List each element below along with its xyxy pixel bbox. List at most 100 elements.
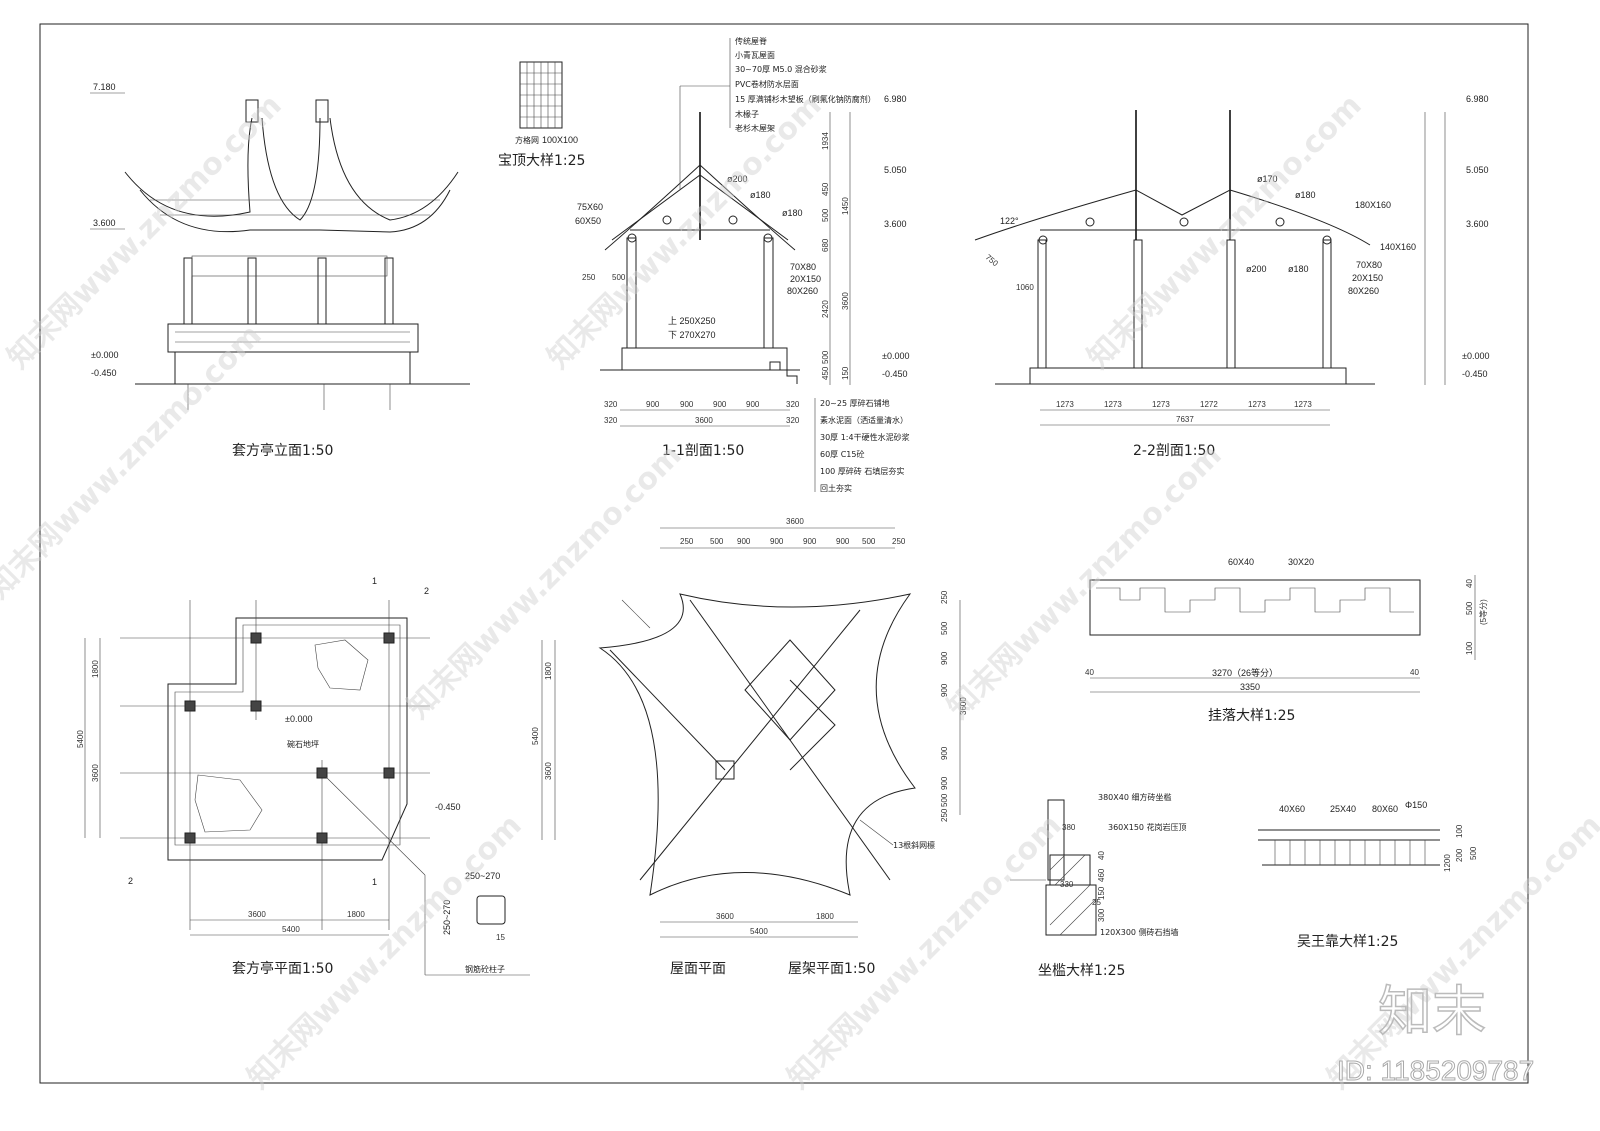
drawing-title: 2-2剖面1:50	[1133, 443, 1215, 459]
dimension: 7637	[1176, 415, 1194, 424]
roof-note: 15 厚满铺杉木望板（刷氟化钠防腐剂）	[735, 94, 876, 104]
roof-note: 13根斜网檩	[893, 840, 935, 850]
elevation-mark: 5.050	[1466, 165, 1489, 175]
dimension: 40	[1410, 668, 1419, 677]
dimension: 3600	[716, 912, 734, 921]
elevation-mark: 5.050	[884, 165, 907, 175]
dimension: 500	[940, 793, 949, 807]
member-size: ø200	[1246, 264, 1267, 274]
dimension: 250	[582, 273, 596, 282]
detail-note: 120X300 侧砖石挡墙	[1100, 927, 1179, 937]
dimension: 900	[680, 400, 694, 409]
sheet-frame	[39, 23, 1529, 1084]
member-size: 20X150	[790, 274, 821, 284]
floor-note: 30厚 1:4干硬性水泥砂浆	[820, 432, 910, 442]
roof-note: 30~70厚 M5.0 混合砂浆	[735, 64, 827, 74]
elevation-mark: ±0.000	[1462, 351, 1489, 361]
elevation-mark: 3.600	[884, 219, 907, 229]
member-size: 180X160	[1355, 200, 1391, 210]
floor-note: 20~25 厚碎石铺地	[820, 398, 890, 408]
roof-note: PVC卷材防水层面	[735, 79, 799, 89]
dimension: 380	[1062, 823, 1076, 832]
dimension: 500	[821, 350, 830, 364]
dimension: 320	[604, 400, 618, 409]
dimension: 900	[940, 746, 949, 760]
watermark-logo: 知末	[1378, 980, 1486, 1043]
dimension: 500	[1465, 601, 1474, 615]
column-size: 下 270X270	[668, 330, 716, 340]
dimension: 900	[713, 400, 727, 409]
dimension: 500	[710, 537, 724, 546]
member-size: ø200	[727, 174, 748, 184]
dimension: 1800	[816, 912, 834, 921]
section-2-2: 122° 750 1060 ø170 ø180 180X160 140X160 …	[974, 94, 1489, 459]
grid-label: 方格网	[515, 135, 539, 145]
elevation-mark: 7.180	[93, 82, 116, 92]
dimension: 320	[786, 400, 800, 409]
dimension: 1273	[1248, 400, 1266, 409]
drawing-title: 宝顶大样1:25	[498, 153, 585, 169]
dimension: 40	[1097, 851, 1106, 860]
svg-text:知末网www.znzmo.com: 知末网www.znzmo.com	[781, 808, 1069, 1096]
dimension: 5400	[750, 927, 768, 936]
dimension: 500	[1469, 846, 1478, 860]
detail-note: 360X150 花岗岩压顶	[1108, 822, 1187, 832]
floor-note: 60厚 C15砼	[820, 449, 865, 459]
roof-note: 老杉木屋架	[735, 123, 775, 133]
dimension: 500	[940, 621, 949, 635]
image-id: ID: 1185209787	[1337, 1055, 1534, 1086]
dimension: 1800	[544, 662, 553, 680]
member-size: ø180	[1295, 190, 1316, 200]
section-cut-mark: 1	[372, 576, 377, 586]
elevation-mark: 3.600	[93, 218, 116, 228]
dimension: 250~270	[465, 871, 500, 881]
gualuo-detail: 60X40 30X20 40 40 3270（26等分） 3350 40 500…	[1085, 557, 1488, 724]
dimension: 5400	[76, 730, 85, 748]
dimension: 3600	[841, 292, 850, 310]
angle-label: 122°	[1000, 216, 1019, 226]
drawing-title: 套方亭平面1:50	[232, 960, 333, 977]
section-cut-mark: 1	[372, 877, 377, 887]
dimension: 25	[1092, 898, 1101, 907]
dimension: 15	[496, 933, 505, 942]
dimension: 40	[1465, 579, 1474, 588]
dimension: 500	[821, 208, 830, 222]
dimension: 330	[1060, 880, 1074, 889]
member-size: ø170	[1257, 174, 1278, 184]
dimension: 250~270	[442, 900, 452, 935]
dimension: 100	[1465, 641, 1474, 655]
dimension: 3600	[91, 764, 100, 782]
dimension: 680	[821, 238, 830, 252]
dimension: 900	[737, 537, 751, 546]
dimension: 3270（26等分）	[1212, 667, 1278, 678]
svg-text:知末网www.znzmo.com: 知末网www.znzmo.com	[401, 438, 689, 726]
grid-size: 100X100	[542, 135, 578, 145]
elevation-mark: -0.450	[882, 369, 908, 379]
drawing-title: 坐槛大样1:25	[1038, 963, 1125, 979]
dimension: 900	[940, 683, 949, 697]
dimension: 900	[770, 537, 784, 546]
dimension: 1800	[347, 910, 365, 919]
drawing-title: 屋架平面1:50	[788, 961, 875, 977]
elevation-mark: ±0.000	[882, 351, 909, 361]
plan-drawing: ±0.000 碗石地坪 -0.450 1 1 2 2 3600 1800 540…	[76, 576, 530, 977]
dimension: 900	[746, 400, 760, 409]
section-cut-mark: 2	[424, 586, 429, 596]
dimension: 320	[604, 416, 618, 425]
member-size: 40X60	[1279, 804, 1305, 814]
svg-text:知末网www.znzmo.com: 知末网www.znzmo.com	[1081, 88, 1369, 376]
dimension: 2420	[821, 300, 830, 318]
member-size: 80X260	[1348, 286, 1379, 296]
elevation-mark: -0.450	[91, 368, 117, 378]
floor-note: 100 厚碎砖 石填层夯实	[820, 466, 904, 476]
dimension: 900	[803, 537, 817, 546]
dimension: 1273	[1056, 400, 1074, 409]
member-size: 70X80	[790, 262, 816, 272]
dimension: 3600	[959, 697, 968, 715]
detail-note: 380X40 细方砖坐槛	[1098, 792, 1171, 802]
floor-label: 碗石地坪	[287, 739, 319, 749]
drawing-title: 挂落大样1:25	[1208, 708, 1295, 724]
baoding-detail: 方格网 100X100 宝顶大样1:25	[498, 61, 585, 169]
floor-note: 回土夯实	[820, 483, 852, 493]
